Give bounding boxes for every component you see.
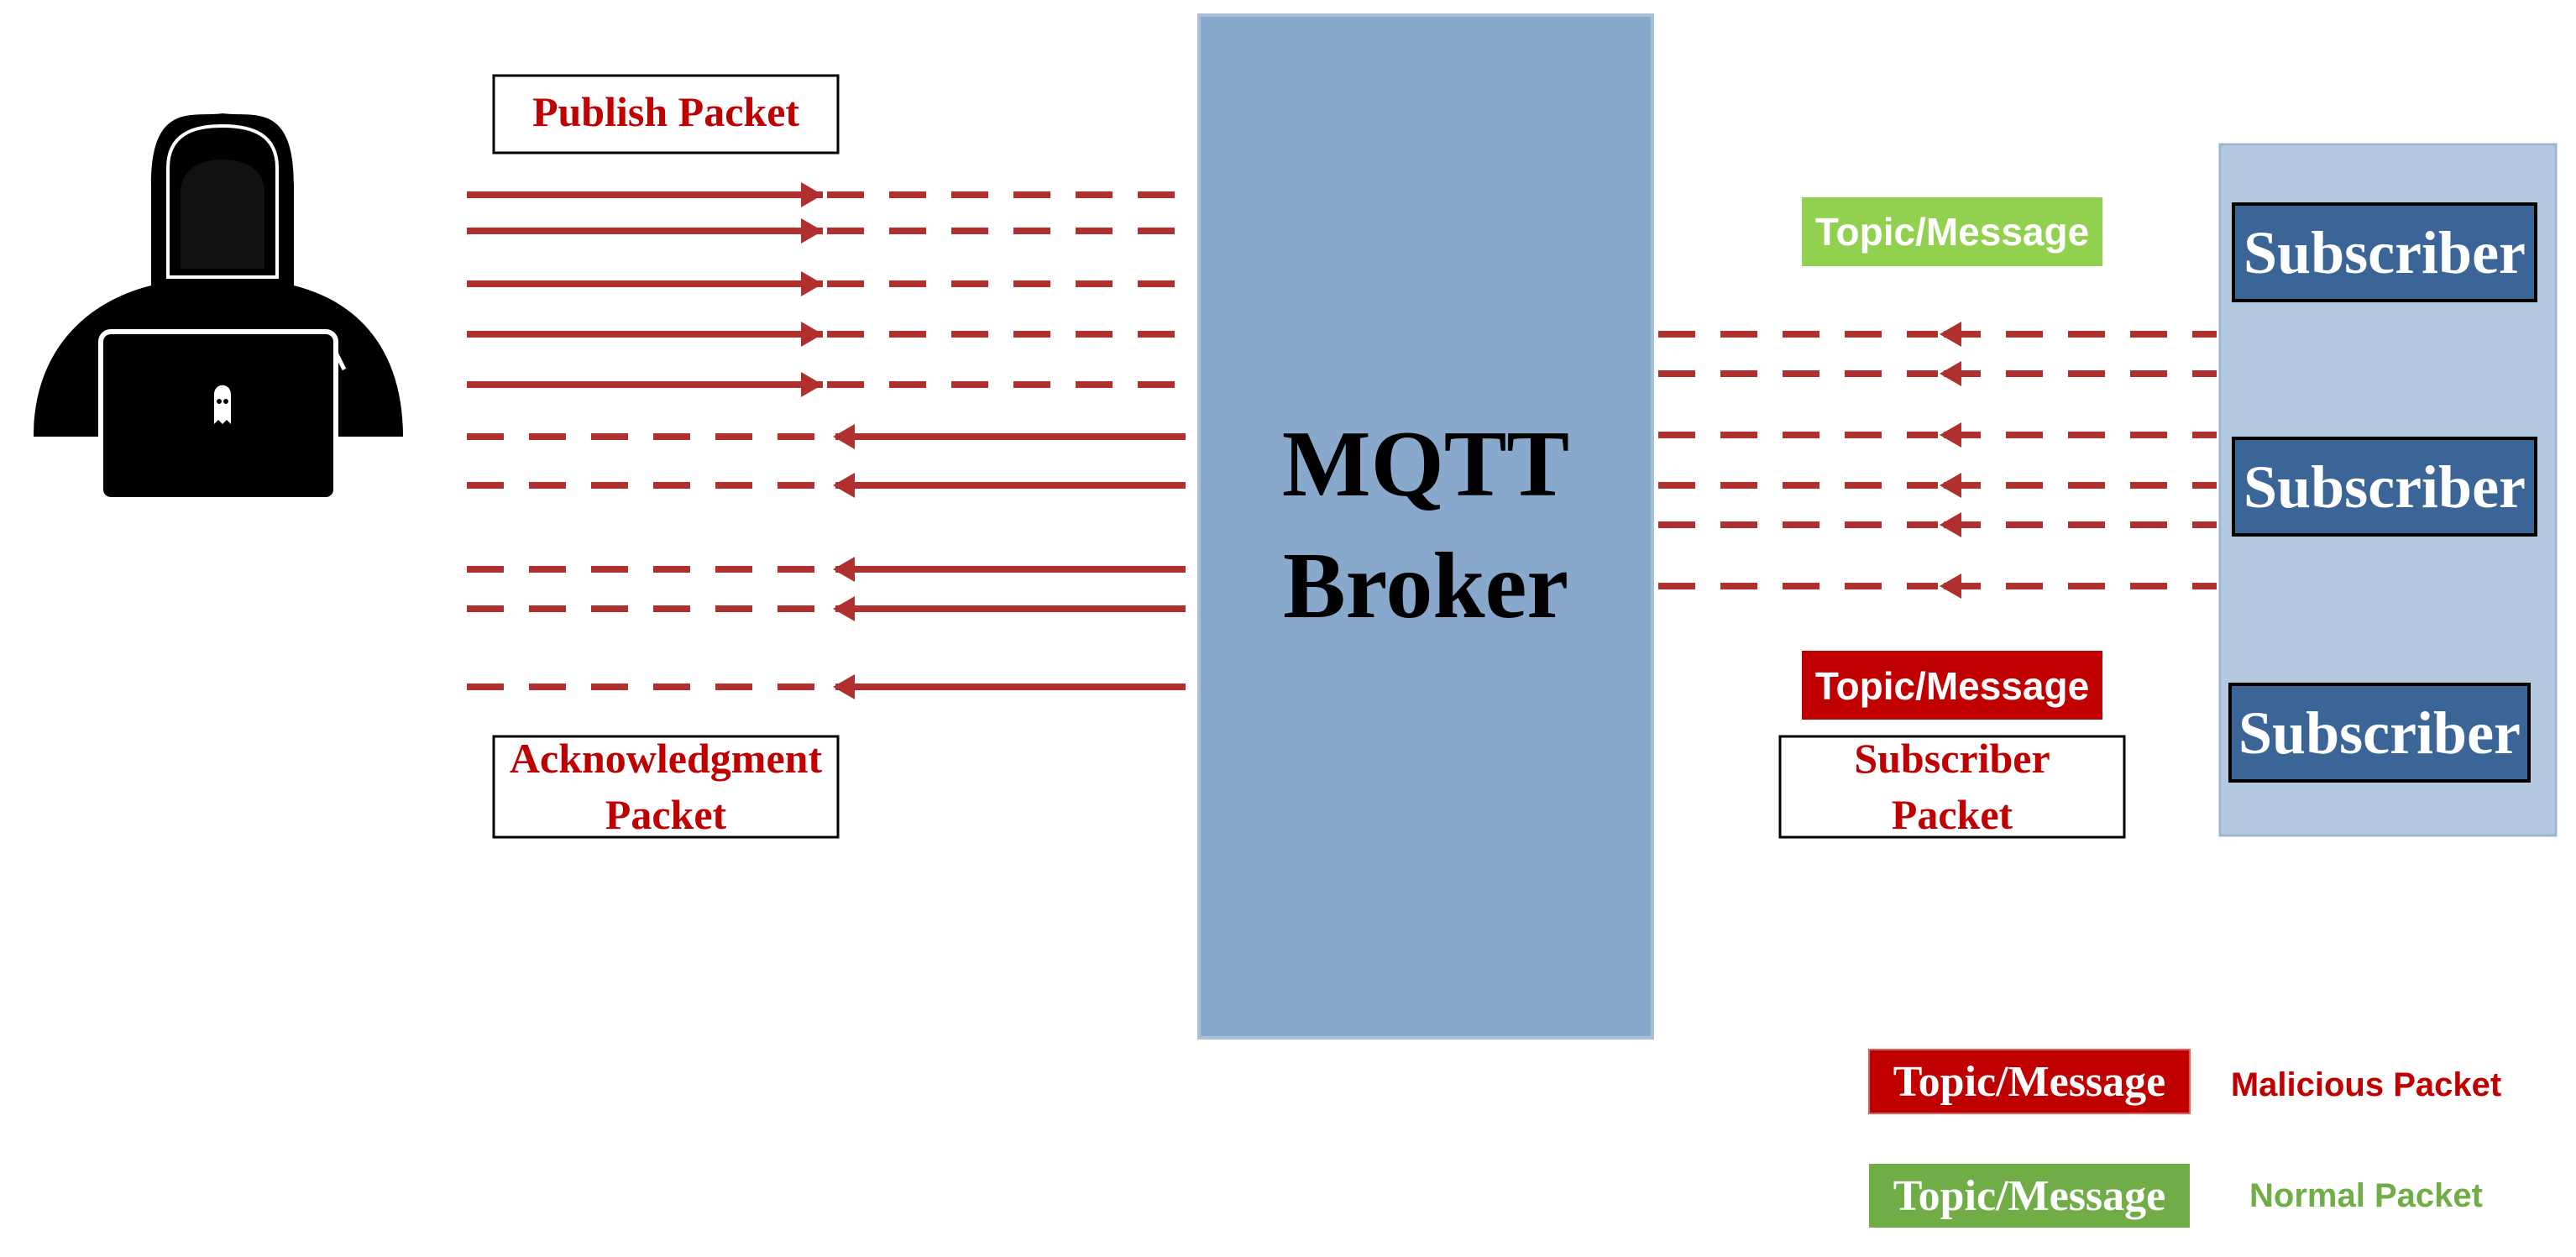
publish-arrow-head — [801, 218, 823, 244]
subscriber-box-2: Subscriber — [2232, 437, 2537, 537]
normal-topic-badge: Topic/Message — [1802, 197, 2102, 266]
broker-title-line1: MQTT — [1282, 412, 1569, 516]
mqtt-broker: MQTT Broker — [1197, 13, 1654, 1040]
subscriber-label: Subscriber — [2244, 453, 2526, 521]
publish-arrow-head — [801, 182, 823, 207]
malicious-topic-text: Topic/Message — [1815, 664, 2089, 708]
subscriber-label: Subscriber — [2238, 699, 2521, 767]
ack-line1: Acknowledgment — [510, 735, 823, 782]
publish-arrow-head — [801, 322, 823, 347]
publish-packet-label: Publish Packet — [492, 74, 840, 155]
subscriber-box-3: Subscriber — [2228, 683, 2531, 783]
legend-malicious: Topic/Message Malicious Packet — [1868, 1049, 2501, 1114]
subscriber-label: Subscriber — [2244, 219, 2526, 286]
legend-malicious-swatch-text: Topic/Message — [1893, 1058, 2166, 1106]
ack-line2: Packet — [605, 791, 727, 838]
sub-packet-line1: Subscriber — [1854, 735, 2050, 782]
publish-arrow-head — [801, 372, 823, 397]
malicious-topic-badge: Topic/Message — [1802, 651, 2102, 720]
subscriber-packet-label: Subscriber Packet — [1778, 735, 2126, 839]
normal-topic-text: Topic/Message — [1815, 210, 2089, 254]
broker-title-line2: Broker — [1283, 534, 1568, 638]
sub-packet-line2: Packet — [1892, 791, 2013, 838]
publish-arrow-head — [801, 271, 823, 296]
publish-packet-text: Publish Packet — [532, 88, 799, 135]
hooded-hacker-icon — [34, 113, 403, 502]
legend-malicious-meaning: Malicious Packet — [2231, 1066, 2501, 1103]
legend-normal: Topic/Message Normal Packet — [1869, 1164, 2483, 1228]
legend-normal-swatch-text: Topic/Message — [1893, 1172, 2166, 1220]
legend: Topic/Message Malicious Packet Topic/Mes… — [1868, 1049, 2501, 1228]
acknowledgment-packet-label: Acknowledgment Packet — [492, 735, 840, 839]
subscriber-panel: Subscriber Subscriber Subscriber — [2218, 143, 2558, 837]
subscriber-box-1: Subscriber — [2232, 202, 2537, 302]
legend-normal-meaning: Normal Packet — [2249, 1177, 2483, 1214]
subscriber-packet-arrows — [1658, 322, 2217, 599]
ghost-icon — [214, 385, 231, 424]
attacker-packet-arrows — [467, 182, 1186, 699]
